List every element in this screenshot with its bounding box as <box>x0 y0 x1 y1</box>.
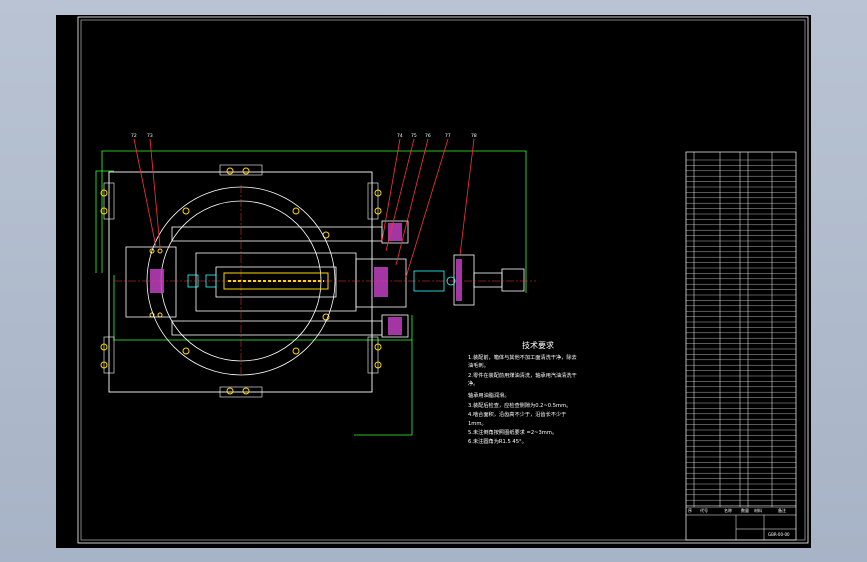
title-block-header: 数量 <box>741 507 749 513</box>
inner-border <box>80 19 806 541</box>
note-line: 1.装配前，箱体与其他不加工面清洗干净，除去 <box>468 353 577 361</box>
parts-list: 序 代号 名称 数量 材料 备注 GBR-00-00 <box>685 151 797 541</box>
note-line: 5.未注倒角按照图纸要求 =2~3mm。 <box>468 428 557 436</box>
piston-rod <box>223 272 329 290</box>
part-label-74: 74 <box>397 133 403 139</box>
part-label-73: 73 <box>147 133 153 139</box>
title-block-header: 名称 <box>724 507 732 513</box>
notes-title: 技术要求 <box>522 340 554 350</box>
note-line: 轴承用油脂润滑。 <box>468 391 510 399</box>
drawing-sheet: 72 73 74 75 76 77 78 技术要求 1.装配前，箱体与其他不加工… <box>56 15 811 548</box>
note-line: 6.未注圆角为R1.5 45°。 <box>468 437 527 445</box>
leader-lines <box>133 138 475 278</box>
part-label-77: 77 <box>445 133 451 139</box>
note-line: 4.啮合面积，沿齿高不少于，沿齿长不少于 <box>468 410 566 418</box>
note-line: 净。 <box>468 379 478 387</box>
note-line: 油毛刺。 <box>468 361 489 369</box>
title-block-header: 备注 <box>778 507 786 513</box>
housing-outline <box>108 171 373 393</box>
fittings <box>187 270 456 292</box>
note-line: 2.零件在装配前用煤油清洗，轴承用汽油清洗干 <box>468 371 577 379</box>
section-hatch <box>150 223 462 335</box>
part-label-76: 76 <box>425 133 431 139</box>
title-block-header: 材料 <box>754 507 762 513</box>
note-line: 3.装配后检查，应检查侧隙为0.2~0.5mm。 <box>468 401 571 409</box>
cylinder-assembly <box>114 185 536 377</box>
part-label-72: 72 <box>131 133 137 139</box>
notes-body: 1.装配前，箱体与其他不加工面清洗干净，除去 油毛刺。 2.零件在装配前用煤油清… <box>468 353 577 445</box>
bolts <box>100 167 382 395</box>
title-block-header: 序 <box>688 507 692 513</box>
part-label-75: 75 <box>411 133 417 139</box>
part-label-78: 78 <box>471 133 477 139</box>
outer-border <box>77 16 809 544</box>
title-block-header: 代号 <box>700 507 708 513</box>
drawing-number: GBR-00-00 <box>768 532 790 537</box>
note-line: 1mm。 <box>468 421 487 427</box>
cad-drawing: 72 73 74 75 76 77 78 技术要求 1.装配前，箱体与其他不加工… <box>77 16 809 544</box>
